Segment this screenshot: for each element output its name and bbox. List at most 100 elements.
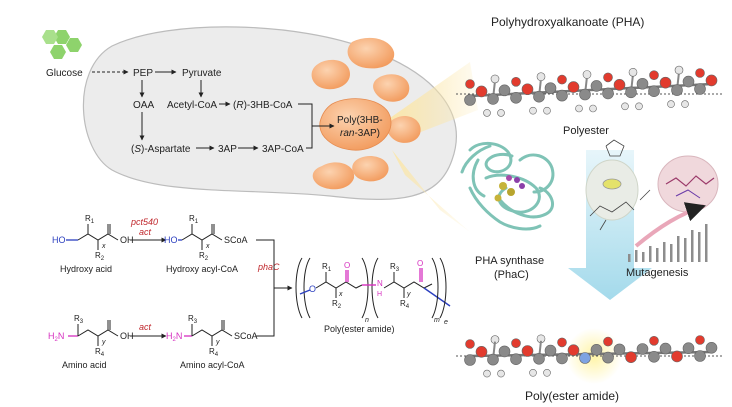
carbon-atom [648,85,660,97]
pea-r3: R3 [390,262,400,273]
ho-label-2: HO [164,235,178,245]
poly-3hb-3ap-label-line1: Poly(3HB- [337,115,383,126]
hydrogen-atom [681,100,689,108]
r2-label-2: R2 [199,251,209,262]
acetyl-coa-label: Acetyl-CoA [167,100,217,111]
mutagenesis-bar [663,242,666,262]
oh-label: OH [120,235,134,245]
r1-label: R1 [85,214,95,225]
pea-n-label: N [377,279,383,288]
carbon-atom [659,342,672,355]
oxygen-atom [475,345,488,358]
scoa-label: SCoA [224,235,248,245]
3ap-coa-label: 3AP-CoA [262,144,304,155]
pha-granules [311,37,421,190]
pea-carbonyl-o-1: O [344,261,350,270]
pha-synthase-label-1: PHA synthase [475,255,544,267]
pea-y: y [406,291,411,298]
glucose-label: Glucose [46,68,83,79]
binding-pocket-view [585,139,651,231]
mutagenesis-bar [698,232,701,262]
granule [347,37,395,69]
oxygen-atom [557,337,567,348]
granule [311,59,350,90]
hydrogen-atom [621,102,629,111]
granule [352,155,389,182]
mutagenesis-bar [649,246,652,262]
y-label-2: y [215,339,220,346]
hydrogen-atom [536,72,546,81]
phac-merge-bracket [256,239,275,337]
oaa-label: OAA [133,100,154,111]
carbon-atom [510,353,522,366]
carbon-atom [498,345,511,358]
oxygen-atom [511,338,521,349]
granule [373,74,410,102]
hydrogen-atom [589,104,597,113]
carbon-atom [544,82,557,94]
carbon-atom [533,90,545,103]
mutagenesis-bar [705,224,708,262]
ho-label: HO [52,235,66,245]
h2n-label: H2N [48,331,64,343]
hydrogen-atom [483,109,491,117]
oxygen-atom [475,85,488,98]
carbon-atom [636,77,649,90]
hydrogen-atom [497,109,505,117]
pea-r2: R2 [332,299,342,310]
polyester-label: Polyester [563,125,609,137]
carbon-atom [590,343,603,356]
pea-product-label: Poly(ester amide) [324,324,395,334]
hydrogen-atom [529,106,537,115]
hydrogen-atom [582,70,592,79]
mutagenesis-arrow [634,202,706,248]
hydrogen-atom [575,104,583,113]
pyruvate-label: Pyruvate [182,68,222,79]
carbon-atom [544,344,557,357]
act-bottom-label: act [139,322,152,332]
oxygen-atom [625,351,637,364]
mutagenesis-bars [628,224,708,262]
oxygen-atom [705,74,718,87]
phac-label: phaC [257,262,280,272]
pea-x: x [338,291,343,298]
pea-carbonyl-o-2: O [417,259,423,268]
mutagenesis-bar [642,252,645,262]
granule [312,162,355,190]
carbon-atom [464,94,476,106]
amino-acyl-coa-label: Amino acyl-CoA [180,360,245,370]
amino-acid-label: Amino acid [62,360,107,370]
pep-label: PEP [133,68,153,79]
mutagenesis-bar [677,236,680,262]
mutagenesis-bar [635,250,638,262]
poly-3hb-3ap-label-line2: ran-3AP) [340,128,380,139]
pea-e-subscript: e [444,319,448,326]
mutagenesis-bar [670,244,673,262]
r1-label-2: R1 [189,214,199,225]
r4-label-2: R4 [209,347,219,358]
oxygen-atom [695,335,705,345]
oxygen-atom [521,345,534,357]
hydroxy-acid-label: Hydroxy acid [60,264,112,274]
poly-ester-amide-structure [295,257,451,319]
oxygen-atom [649,70,659,80]
oxygen-atom [557,74,567,85]
carbon-atom [533,352,545,365]
oxygen-atom [649,335,659,346]
pea-h-label: H [377,291,382,298]
carbon-atom [694,350,706,362]
carbon-atom [498,84,511,97]
hydrogen-atom [635,102,643,111]
hydrogen-atom [674,65,684,75]
mutagenesis-bar [691,230,694,262]
carbon-atom [590,80,603,92]
pea-m-subscript: m [434,317,440,324]
carbon-atom [464,354,476,366]
active-site-spheres [494,175,525,202]
pea-n-subscript: n [365,317,369,324]
oxygen-atom [613,79,626,91]
3ap-label: 3AP [218,144,237,155]
pea-r1: R1 [322,262,332,273]
s-aspartate-label: (S)-Aspartate [131,144,191,155]
